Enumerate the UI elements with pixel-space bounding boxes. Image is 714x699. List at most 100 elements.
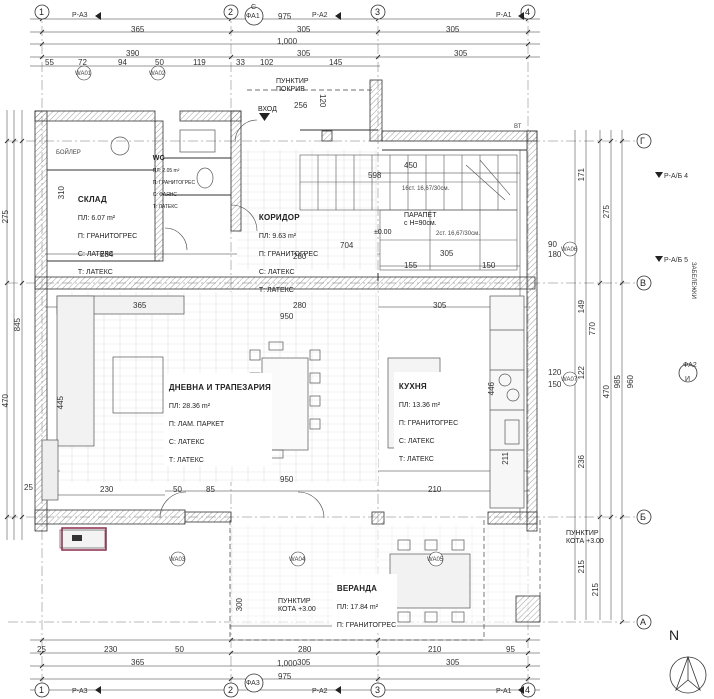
room-wall-dnevna: С: ЛАТЕКС [168,439,205,446]
dim-top-305c: 305 [297,49,311,58]
dim-bot-95: 95 [506,645,515,654]
dim-row-145: 145 [329,58,343,67]
dim-704: 704 [340,241,354,250]
dim-top-390: 390 [126,49,140,58]
dim-450: 450 [404,161,418,170]
dim-50: 50 [173,485,182,494]
door-tag-wa01: WA01 [75,71,92,77]
door-tag-wa02: WA02 [149,71,166,77]
note-kota-bottom-2: КОТА +3.00 [278,606,316,613]
north-arrow [669,655,707,694]
axis-label-row-v: В [640,278,647,288]
dim-right-470: 470 [602,385,611,399]
dim-211: 211 [501,452,510,465]
door-tag-wa05: WA05 [427,557,444,563]
dim-85: 85 [206,485,215,494]
door-tag-wa06: WA06 [561,247,578,253]
dim-598: 598 [368,171,382,180]
dim-left-445: 445 [56,396,65,410]
dim-right-122: 122 [577,366,586,380]
dim-180: 180 [548,250,562,259]
dim-280a: 280 [293,252,307,261]
dim-256: 256 [294,101,308,110]
north-label: N [669,627,680,643]
room-floor-koridor: П: ГРАНИТОГРЕС [258,251,319,258]
axis-label-col-4-bottom: 4 [525,685,531,695]
dim-top-365: 365 [131,25,145,34]
dim-left-470: 470 [1,394,10,408]
dim-bot-280: 280 [298,645,312,654]
room-name-koridor: КОРИДОР [258,213,300,222]
parapet-note: ПАРАПЕТ с Н=90см. [404,212,437,228]
room-wall-wc: С: ФАЯНС [152,192,178,198]
door-tag-circles [76,65,578,567]
dim-top-1000: 1,000 [277,37,298,46]
note-kota-bottom: ПУНКТИР КОТА +3.00 [278,598,316,614]
room-area-dnevna: ПЛ: 28.36 m² [168,403,211,410]
room-name-veranda: ВЕРАНДА [336,584,378,593]
door-tag-wa03: WA03 [169,557,186,563]
note-kota-bottom-1: ПУНКТИР [278,598,311,605]
boiler-label: БОЙЛЕР [56,150,81,156]
section-p-ab5: Р-А/Б 5 [664,257,689,264]
axis-label-col-3-bottom: 3 [375,685,381,695]
dim-305e: 305 [440,249,454,258]
section-p-a2-bottom: Р-А2 [312,688,328,695]
dim-234: 234 [100,250,114,259]
dim-bot-50: 50 [175,645,184,654]
note-punktir-pokriv: ПУНКТИР ПОКРИВ [276,78,309,94]
dashed-overhang-lines [229,89,541,641]
entrance-label: ВХОД [258,106,277,113]
walls [34,79,541,623]
room-area-kuhnia: ПЛ: 13.36 m² [398,402,441,409]
parapet-label: ПАРАПЕТ [404,212,437,219]
dim-950: 950 [280,312,294,321]
dim-bot-365: 365 [131,658,145,667]
note-pokriv: ПОКРИВ [276,86,305,93]
dim-left-275: 275 [1,210,10,224]
note-punktir: ПУНКТИР [276,78,309,85]
section-p-a3-top: Р-А3 [72,12,88,19]
section-p-a1-bottom: Р-А1 [496,688,512,695]
partition-lines [47,129,527,281]
staircase [299,154,518,271]
room-floor-sklad: П: ГРАНИТОГРЕС [77,233,138,240]
axis-label-col-1: 1 [39,7,45,17]
dim-90: 90 [548,240,557,249]
dim-row-119: 119 [193,58,206,67]
room-label-dnevna: ДНЕВНА И ТРАПЕЗАРИЯ ПЛ: 28.36 m² П: ЛАМ.… [164,373,272,466]
level-mark: ±0.00 [374,229,392,236]
dim-365-mid: 365 [133,301,147,310]
dim-950b: 950 [280,475,294,484]
section-p-a3-bottom: Р-А3 [72,688,88,695]
axis-label-col-4: 4 [525,7,531,17]
stairs-note-2: 2ст. 16,67/30см. [436,231,480,237]
room-wall-kuhnia: С: ЛАТЕКС [398,438,435,445]
dim-210: 210 [428,485,442,494]
axis-label-row-b: Б [640,512,646,522]
dim-row-33: 33 [236,58,245,67]
dim-row-72: 72 [78,58,87,67]
room-label-koridor: КОРИДОР ПЛ: 9.63 m² П: ГРАНИТОГРЕС С: ЛА… [255,204,318,295]
dim-row-55: 55 [45,58,54,67]
dim-right-149: 149 [577,300,586,314]
dim-right-770: 770 [588,322,597,336]
room-floor-kuhnia: П: ГРАНИТОГРЕС [398,420,459,427]
section-fa1: ФА1 [246,13,260,20]
dim-row-102: 102 [260,58,274,67]
dim-right-215b: 215 [591,583,600,597]
dim-right-171: 171 [577,168,586,182]
dim-right-985: 985 [613,375,622,389]
dim-row-50: 50 [155,58,164,67]
room-ceiling-wc: Т: ЛАТЕКС [152,204,178,210]
dim-bot-1000: 1,000 [277,659,298,668]
door-tag-wa04: WA04 [289,557,306,563]
section-p-a2-top: Р-А2 [312,12,328,19]
room-label-veranda: ВЕРАНДА ПЛ: 17.84 m² П: ГРАНИТОГРЕС [332,574,398,631]
room-floor-dnevna: П: ЛАМ. ПАРКЕТ [168,421,225,428]
notes-header: ЗАБЕЛЕЖКИ [690,262,696,299]
section-fa2: ФА2 [683,362,697,369]
room-ceiling-kuhnia: Т: ЛАТЕКС [398,456,434,463]
room-label-wc: WC ПЛ: 2.05 m² П: ГРАНИТОГРЕС С: ФАЯНС Т… [150,150,195,210]
room-ceiling-dnevna: Т: ЛАТЕКС [168,457,204,464]
